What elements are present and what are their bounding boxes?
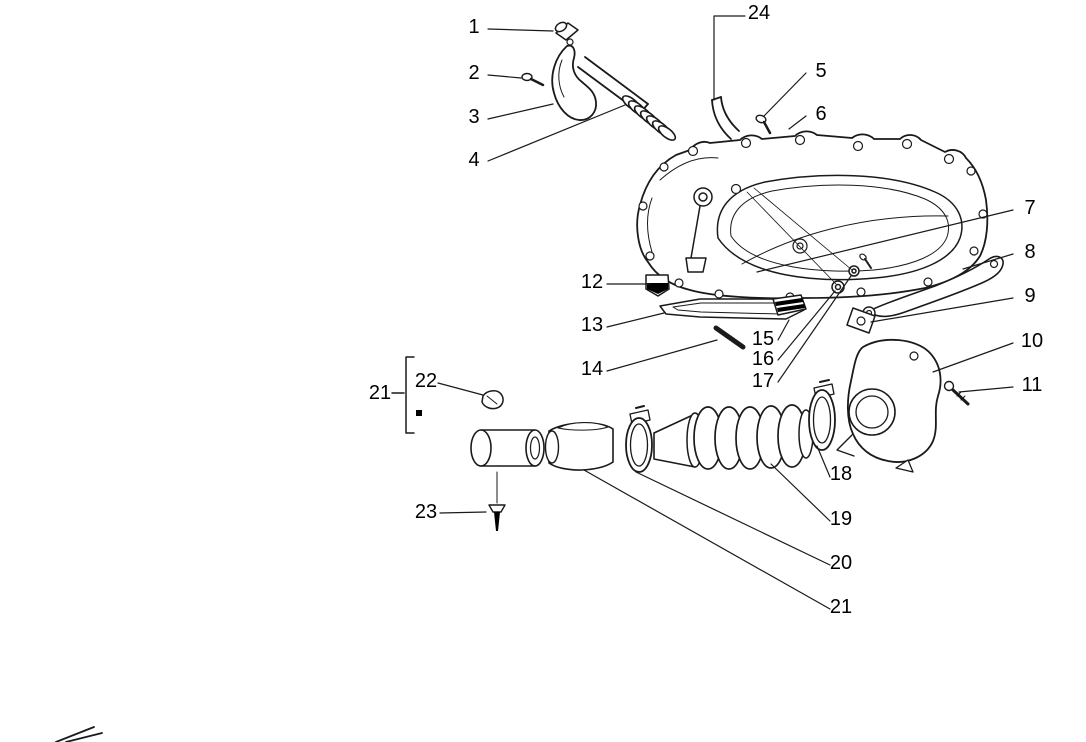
leader-line-6 <box>788 115 807 130</box>
leader-line-5 <box>763 72 807 117</box>
clamp-mid <box>625 405 653 473</box>
leader-line-18 <box>816 445 831 478</box>
transmission-cover <box>636 130 989 302</box>
washer-17 <box>848 265 860 277</box>
retainer-clip <box>645 274 670 297</box>
leader-line-7 <box>756 209 1014 273</box>
leader-line-19 <box>770 463 831 522</box>
leader-line-21 <box>583 469 831 610</box>
rubber-pad <box>772 294 807 316</box>
cover-screw <box>755 114 772 135</box>
leader-line-2 <box>487 74 522 79</box>
arm-joint <box>846 307 876 334</box>
shield-screw <box>943 380 970 406</box>
return-spring <box>621 95 677 141</box>
leader-line-4 <box>487 104 626 162</box>
leader-line-3 <box>487 103 554 120</box>
split-sleeve <box>544 422 614 471</box>
gasket <box>659 298 805 320</box>
leader-line-17 <box>777 275 852 383</box>
leader-line-13 <box>606 312 665 328</box>
leader-line-22 <box>437 382 484 396</box>
washer-16 <box>831 280 845 294</box>
leader-line-16 <box>777 290 836 361</box>
leader-line-20 <box>635 471 831 566</box>
cover-bolt-holes <box>638 134 988 302</box>
leader-line-15 <box>777 319 790 341</box>
kickstart-screw <box>521 72 545 87</box>
leader-line-9 <box>870 297 1014 323</box>
leader-line-14 <box>606 339 718 372</box>
leader-line-24 <box>713 15 746 101</box>
air-shield <box>836 338 942 473</box>
bellows <box>693 404 814 470</box>
kickstart-bolt <box>554 21 579 41</box>
leader-line-10 <box>932 342 1014 373</box>
leader-line-23 <box>439 511 487 514</box>
tube-screw <box>488 471 506 531</box>
tube-clip <box>481 390 504 410</box>
leader-line-11 <box>958 386 1014 393</box>
bracket-21 <box>391 356 422 434</box>
leader-line-8 <box>962 253 1014 270</box>
small-screw-17 <box>859 253 872 269</box>
corner-fragment <box>55 726 103 742</box>
leader-lines <box>437 15 1014 610</box>
intake-tube <box>470 429 545 467</box>
axis-lines <box>746 187 853 285</box>
dowel-pin <box>713 325 746 350</box>
kick-shaft-boss <box>685 187 713 273</box>
breather-pipe <box>711 96 740 140</box>
clamp-18 <box>808 379 836 451</box>
leader-line-1 <box>487 28 554 32</box>
kickstart-lever <box>551 38 649 121</box>
